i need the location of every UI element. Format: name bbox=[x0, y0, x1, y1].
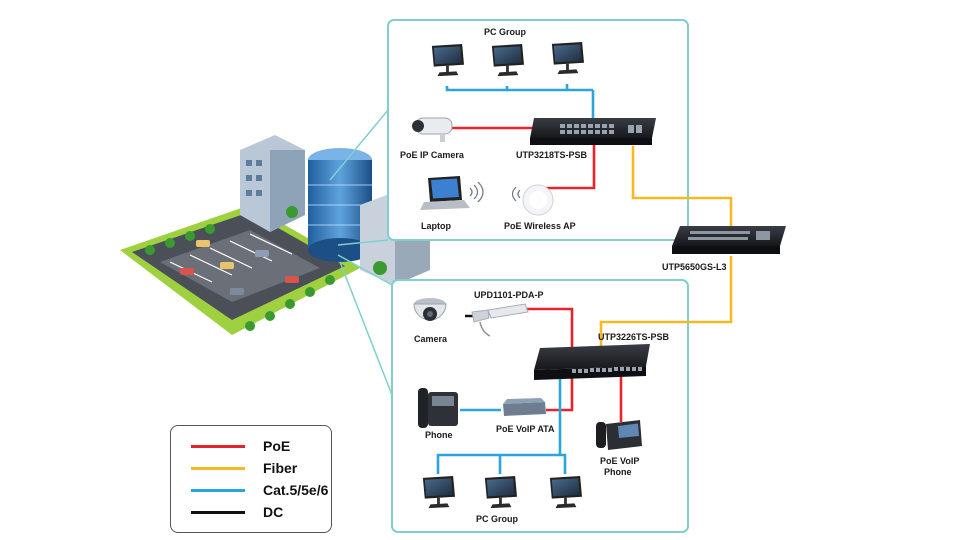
cable-poe-ap bbox=[544, 143, 596, 190]
core-switch-icon bbox=[672, 226, 786, 254]
switch-utp3218-icon bbox=[530, 118, 656, 145]
wireless-ap-label: PoE Wireless AP bbox=[504, 221, 576, 231]
legend-item-poe: PoE bbox=[191, 436, 290, 456]
cable-cat-bottom-pcs bbox=[436, 453, 567, 474]
dome-camera-icon bbox=[413, 298, 447, 321]
legend: PoE Fiber Cat.5/5e/6 DC bbox=[170, 425, 332, 533]
legend-label-poe: PoE bbox=[263, 438, 291, 454]
core-switch-label: UTP5650GS-L3 bbox=[662, 262, 727, 272]
legend-label-fiber: Fiber bbox=[263, 460, 298, 476]
switch-utp3226-icon bbox=[534, 344, 650, 380]
legend-swatch-fiber bbox=[191, 466, 245, 470]
cable-cat-top-pcs bbox=[445, 86, 509, 92]
phone-label: Phone bbox=[425, 430, 453, 440]
voip-ata-label: PoE VoIP ATA bbox=[496, 424, 555, 434]
ip-camera-icon bbox=[412, 117, 453, 142]
city-illustration bbox=[120, 135, 430, 335]
legend-swatch-dc bbox=[191, 510, 245, 514]
cable-poe-injector bbox=[525, 307, 574, 350]
legend-swatch-poe bbox=[191, 444, 245, 448]
legend-swatch-cat bbox=[191, 488, 245, 492]
cable-poe-ata bbox=[546, 376, 574, 412]
cable-fiber-bottom bbox=[599, 256, 733, 348]
wireless-ap-icon bbox=[522, 184, 554, 216]
panel-callout-lines bbox=[329, 109, 393, 396]
voip-phone-label-line2: Phone bbox=[604, 467, 632, 477]
top-pc-group-label: PC Group bbox=[484, 27, 527, 37]
switch-utp3226-label: UTP3226TS-PSB bbox=[598, 332, 670, 342]
injector-label: UPD1101-PDA-P bbox=[474, 290, 544, 300]
poe-injector-icon bbox=[471, 303, 529, 337]
laptop-label: Laptop bbox=[421, 221, 451, 231]
voip-phone-icon bbox=[596, 420, 642, 450]
laptop-icon bbox=[420, 176, 470, 210]
desk-phone-icon bbox=[418, 388, 458, 428]
voip-ata-icon bbox=[503, 398, 546, 416]
legend-item-cat: Cat.5/5e/6 bbox=[191, 480, 328, 500]
legend-item-fiber: Fiber bbox=[191, 458, 297, 478]
bottom-pc-group-label: PC Group bbox=[476, 514, 519, 524]
cable-fiber-top bbox=[631, 146, 733, 226]
legend-item-dc: DC bbox=[191, 502, 283, 522]
camera-label: Camera bbox=[414, 334, 448, 344]
switch-utp3218-label: UTP3218TS-PSB bbox=[516, 150, 588, 160]
cables bbox=[436, 84, 733, 474]
legend-label-dc: DC bbox=[263, 504, 284, 520]
voip-phone-label-line1: PoE VoIP bbox=[600, 456, 639, 466]
wifi-icon-ap bbox=[511, 186, 521, 202]
ip-camera-label: PoE IP Camera bbox=[400, 150, 465, 160]
legend-label-cat: Cat.5/5e/6 bbox=[263, 482, 329, 498]
wifi-icon-laptop bbox=[469, 181, 484, 203]
